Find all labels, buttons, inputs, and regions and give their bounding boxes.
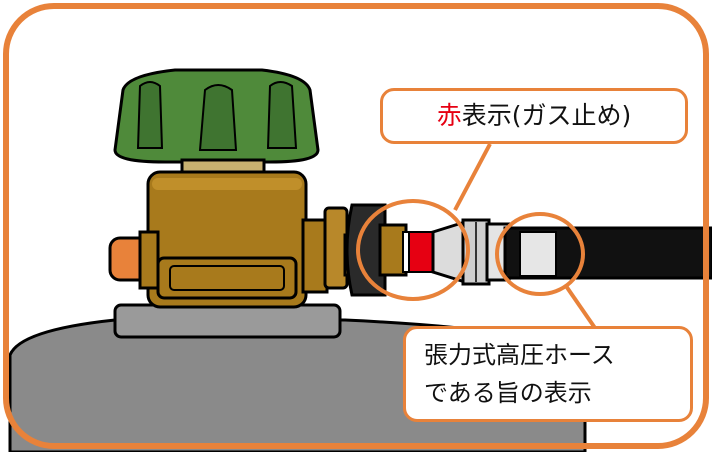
diagram-frame xyxy=(3,3,709,449)
callout-red-indicator: 赤表示(ガス止め) xyxy=(380,88,688,144)
callout-red-accent: 赤 xyxy=(436,101,462,130)
knob-ridge-1 xyxy=(136,81,164,149)
callout-hose-marking: 張力式高圧ホース である旨の表示 xyxy=(403,326,693,422)
valve-nameplate-outer xyxy=(156,256,298,300)
valve-body xyxy=(146,170,308,309)
red-indicator-highlight-circle xyxy=(356,199,470,301)
knob-ridge-3 xyxy=(266,81,298,149)
hose-marking-highlight-circle xyxy=(495,212,585,296)
cylinder-neck xyxy=(113,303,342,339)
brass-ring xyxy=(378,223,408,277)
knob-ridge-2 xyxy=(198,84,238,151)
valve-nameplate-inner xyxy=(169,265,285,291)
coupling-body xyxy=(345,203,387,297)
left-outlet-collar xyxy=(138,230,160,290)
valve-outlet-nut xyxy=(301,218,329,294)
red-indicator-mark xyxy=(408,231,436,273)
leader-line-hose-marking xyxy=(564,284,597,330)
callout-red-label: 表示(ガス止め) xyxy=(461,101,632,130)
callout-hose-line1: 張力式高圧ホース xyxy=(424,341,615,369)
callout-hose-line2: である旨の表示 xyxy=(424,379,592,407)
hose-marking-band xyxy=(519,231,557,277)
valve-body-highlight xyxy=(152,178,302,190)
leader-line-red-indicator xyxy=(453,143,492,211)
